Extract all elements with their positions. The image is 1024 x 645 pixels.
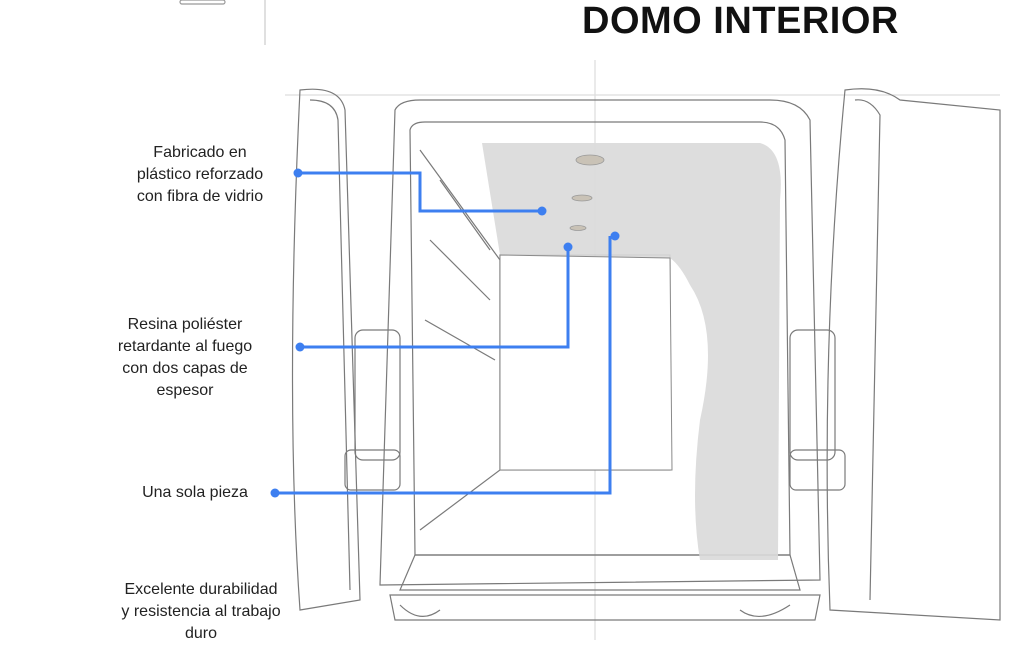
page-title: DOMO INTERIOR [582, 0, 899, 42]
right-taillight [789, 329, 836, 461]
rear-opening [499, 254, 673, 471]
van-sketch [179, 0, 1001, 640]
callout-line-single-piece [275, 236, 612, 495]
callout-single-piece: Una sola pieza [142, 484, 248, 501]
callout-lines [275, 171, 612, 495]
van-body-frame [379, 99, 821, 586]
left-taillight [354, 329, 401, 461]
callout-dots [270, 168, 620, 498]
callout-resin: Resina poliéster retardante al fuego con… [117, 316, 253, 399]
left-door [291, 88, 361, 611]
dome-vents [569, 154, 605, 231]
callout-line-fiberglass [298, 171, 542, 213]
interior-dome [482, 143, 781, 560]
callout-line-resin [300, 247, 570, 349]
callout-fiberglass: Fabricado en plástico reforzado con fibr… [136, 144, 264, 205]
callout-durability: Excelente durabilidad y resistencia al t… [121, 581, 281, 642]
right-door [826, 88, 1001, 621]
